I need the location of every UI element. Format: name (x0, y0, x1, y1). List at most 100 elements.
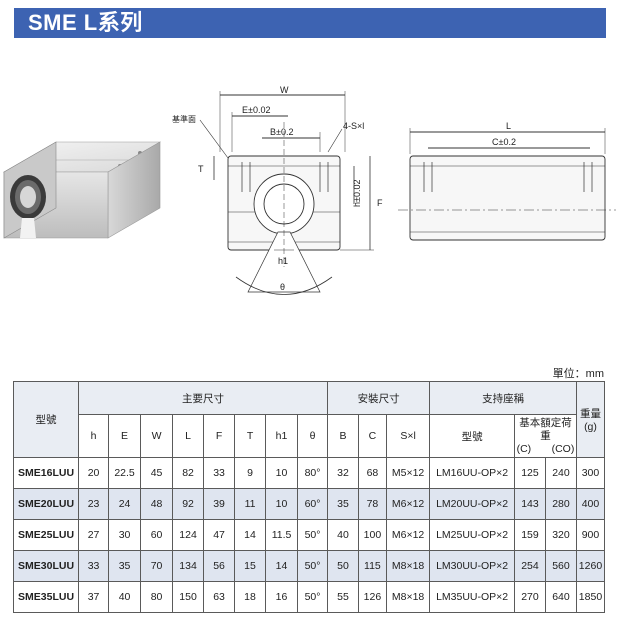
col-h: h (78, 414, 110, 458)
col-B: B (326, 414, 359, 458)
cell-W: 45 (140, 457, 174, 489)
cell-support: LM30UU-OP×2 (429, 550, 515, 582)
load-c0: (CO) (551, 442, 575, 455)
cell-W: 60 (140, 519, 174, 551)
cell-C: 115 (357, 550, 387, 582)
header-mount-dims: 安裝尺寸 (326, 381, 431, 415)
cell-F: 63 (203, 581, 236, 613)
cell-L: 150 (172, 581, 205, 613)
cell-S: M6×12 (385, 519, 431, 551)
cell-T: 15 (234, 550, 267, 582)
header-support: 支持座稱 (429, 381, 577, 415)
label-E: E±0.02 (242, 105, 270, 115)
cell-h: 27 (78, 519, 110, 551)
col-theta: θ (297, 414, 328, 458)
col-support-model: 型號 (429, 414, 515, 458)
cell-B: 40 (326, 519, 359, 551)
cell-theta: 50° (297, 581, 328, 613)
cell-support: LM25UU-OP×2 (429, 519, 515, 551)
cell-model: SME20LUU (12, 488, 80, 520)
spec-table: 型號 主要尺寸 安裝尺寸 支持座稱 重量 (g) h E W L F T h1 … (12, 381, 606, 613)
cell-L: 82 (172, 457, 205, 489)
label-T: T (198, 164, 204, 174)
product-photo (2, 141, 162, 239)
cell-c0: 240 (544, 457, 577, 489)
cell-h1: 10 (265, 488, 299, 520)
load-sub: (C) (CO) (515, 443, 576, 456)
cell-S: M8×18 (385, 550, 431, 582)
cell-B: 35 (326, 488, 359, 520)
cell-h: 20 (78, 457, 110, 489)
label-C: C±0.2 (492, 137, 516, 147)
cell-theta: 50° (297, 519, 328, 551)
col-L: L (172, 414, 205, 458)
cell-support: LM16UU-OP×2 (429, 457, 515, 489)
cell-B: 32 (326, 457, 359, 489)
cell-S: M5×12 (385, 457, 431, 489)
load-c: (C) (516, 442, 532, 455)
cell-model: SME16LUU (12, 457, 80, 489)
label-S: 4-S×l (343, 121, 364, 131)
col-W: W (140, 414, 174, 458)
title-banner: SME L系列 (14, 8, 606, 38)
cell-h: 23 (78, 488, 110, 520)
cell-theta: 50° (297, 550, 328, 582)
page-title: SME L系列 (28, 10, 143, 35)
cell-c: 125 (513, 457, 546, 489)
cell-h1: 14 (265, 550, 299, 582)
cell-L: 124 (172, 519, 205, 551)
cell-T: 11 (234, 488, 267, 520)
cell-h1: 16 (265, 581, 299, 613)
cell-C: 100 (357, 519, 387, 551)
col-E: E (108, 414, 142, 458)
unit-label: 單位：mm (552, 368, 604, 380)
col-C: C (357, 414, 387, 458)
cell-weight: 1850 (575, 581, 606, 613)
cell-W: 80 (140, 581, 174, 613)
cell-L: 92 (172, 488, 205, 520)
col-F: F (203, 414, 236, 458)
cell-h1: 11.5 (265, 519, 299, 551)
col-T: T (234, 414, 267, 458)
cell-S: M6×12 (385, 488, 431, 520)
label-F: F (377, 198, 383, 208)
cell-L: 134 (172, 550, 205, 582)
front-view (199, 91, 374, 295)
cell-T: 14 (234, 519, 267, 551)
label-theta: θ (280, 282, 285, 292)
header-main-dims: 主要尺寸 (78, 381, 328, 415)
cell-F: 56 (203, 550, 236, 582)
cell-C: 78 (357, 488, 387, 520)
label-L: L (506, 121, 511, 131)
col-h1: h1 (265, 414, 299, 458)
cell-E: 24 (108, 488, 142, 520)
cell-support: LM35UU-OP×2 (429, 581, 515, 613)
cell-model: SME25LUU (12, 519, 80, 551)
col-load: 基本額定荷重 (C) (CO) (513, 414, 577, 458)
cell-S: M8×18 (385, 581, 431, 613)
cell-W: 70 (140, 550, 174, 582)
cell-B: 55 (326, 581, 359, 613)
cell-h: 37 (78, 581, 110, 613)
technical-drawing: W E±0.02 B±0.2 4-S×l 基準面 T h±0.02 F h1 θ… (172, 85, 616, 295)
cell-E: 30 (108, 519, 142, 551)
cell-h: 33 (78, 550, 110, 582)
header-weight-unit: (g) (584, 421, 597, 433)
cell-c0: 320 (544, 519, 577, 551)
cell-W: 48 (140, 488, 174, 520)
cell-support: LM20UU-OP×2 (429, 488, 515, 520)
cell-C: 68 (357, 457, 387, 489)
cell-weight: 1260 (575, 550, 606, 582)
cell-c: 159 (513, 519, 546, 551)
cell-theta: 60° (297, 488, 328, 520)
cell-E: 40 (108, 581, 142, 613)
cell-E: 35 (108, 550, 142, 582)
label-base: 基準面 (172, 114, 196, 124)
side-view (398, 128, 616, 241)
load-label: 基本額定荷重 (519, 416, 572, 442)
cell-c: 270 (513, 581, 546, 613)
label-h: h±0.02 (352, 180, 362, 207)
